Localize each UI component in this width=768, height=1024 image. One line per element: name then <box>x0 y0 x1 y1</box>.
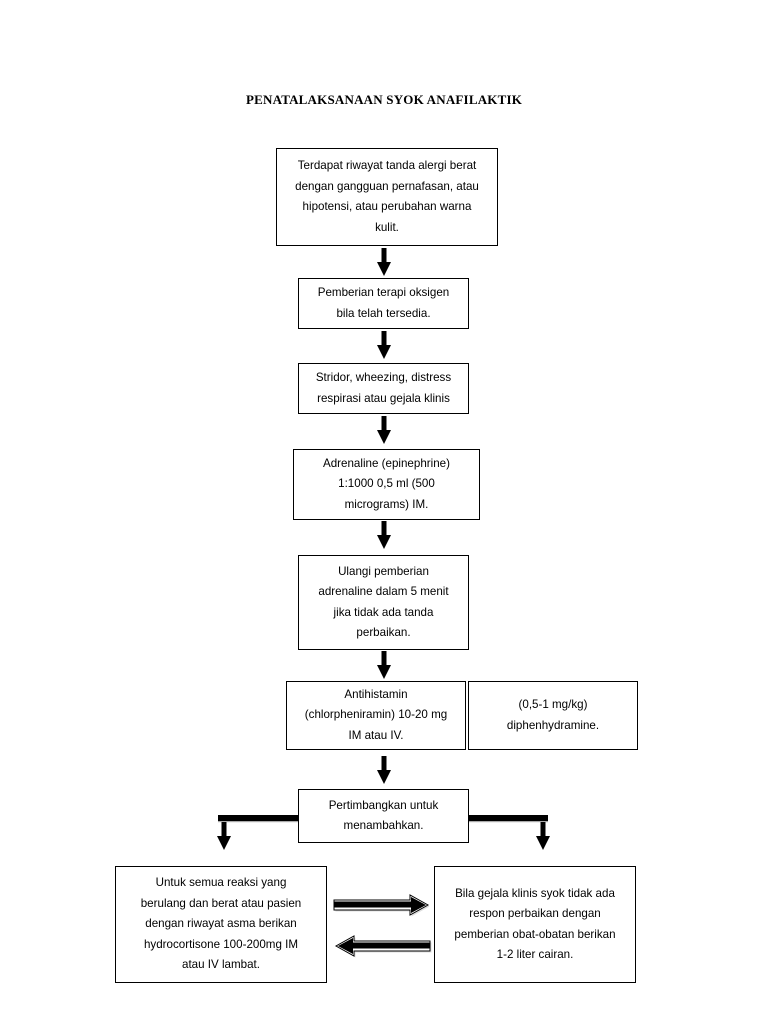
step-repeat-adrenaline-text: Ulangi pemberian adrenaline dalam 5 meni… <box>318 564 449 640</box>
arrow-down-1 <box>377 248 391 276</box>
step-repeat-adrenaline: Ulangi pemberian adrenaline dalam 5 meni… <box>298 555 469 650</box>
step-consider-adding: Pertimbangkan untuk menambahkan. <box>298 789 469 843</box>
branch-arrow-right <box>469 815 550 850</box>
step-adrenaline-text: Adrenaline (epinephrine) 1:1000 0,5 ml (… <box>323 456 450 511</box>
step-fluid-therapy: Bila gejala klinis syok tidak ada respon… <box>434 866 636 983</box>
step-consider-adding-text: Pertimbangkan untuk menambahkan. <box>328 798 439 833</box>
step-fluid-therapy-text: Bila gejala klinis syok tidak ada respon… <box>454 886 616 962</box>
step-hydrocortisone-text: Untuk semua reaksi yang berulang dan ber… <box>140 876 302 972</box>
arrow-down-6 <box>377 756 391 784</box>
step-adrenaline: Adrenaline (epinephrine) 1:1000 0,5 ml (… <box>293 449 480 520</box>
arrow-down-5 <box>377 651 391 679</box>
step-diphenhydramine: (0,5-1 mg/kg) diphenhydramine. <box>468 681 638 750</box>
step-oxygen-therapy: Pemberian terapi oksigen bila telah ters… <box>298 278 469 329</box>
step-hydrocortisone: Untuk semua reaksi yang berulang dan ber… <box>115 866 327 983</box>
step-antihistamine-text: Antihistamin (chlorpheniramin) 10-20 mg … <box>304 687 448 742</box>
arrow-to-fluid-therapy <box>333 894 430 917</box>
arrow-to-hydrocortisone <box>334 935 432 958</box>
step-respiratory-symptoms-text: Stridor, wheezing, distress respirasi at… <box>315 371 452 405</box>
arrow-down-3 <box>377 416 391 444</box>
step-allergy-history-text: Terdapat riwayat tanda alergi berat deng… <box>295 159 479 234</box>
step-diphenhydramine-text: (0,5-1 mg/kg) diphenhydramine. <box>506 698 600 732</box>
arrow-down-2 <box>377 331 391 359</box>
step-antihistamine: Antihistamin (chlorpheniramin) 10-20 mg … <box>286 681 466 750</box>
arrow-down-4 <box>377 521 391 549</box>
step-oxygen-therapy-text: Pemberian terapi oksigen bila telah ters… <box>317 286 450 320</box>
branch-arrow-left <box>217 815 298 850</box>
diagram-title: PENATALAKSANAAN SYOK ANAFILAKTIK <box>245 92 523 107</box>
step-respiratory-symptoms: Stridor, wheezing, distress respirasi at… <box>298 363 469 414</box>
step-allergy-history: Terdapat riwayat tanda alergi berat deng… <box>276 148 498 246</box>
